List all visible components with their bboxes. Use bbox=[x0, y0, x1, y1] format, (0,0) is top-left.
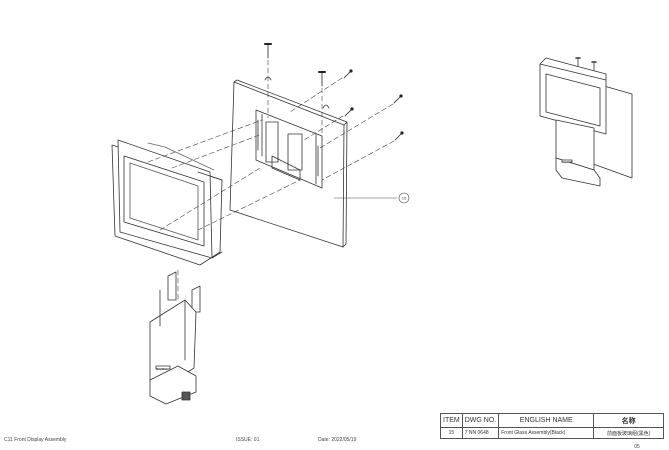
bom-row-item: 15 bbox=[440, 427, 463, 439]
bom-header-item: ITEM bbox=[440, 413, 463, 428]
bom-row: 15 7 NN 0648 Front Glass Assembly(Black)… bbox=[440, 427, 664, 439]
bom-table: ITEM DWG NO. ENGLISH NAME 名称 15 7 NN 064… bbox=[440, 413, 664, 439]
drawing-title: C11 Front Display Assembly bbox=[4, 437, 67, 443]
bom-row-chinese-name: 前面板玻璃组(黑色) bbox=[593, 427, 664, 439]
assembly-lines bbox=[147, 59, 395, 301]
stand-brand-text: ShopShop bbox=[156, 368, 168, 371]
mounting-plate bbox=[229, 76, 348, 248]
bom-row-dwg-no: 7 NN 0648 bbox=[461, 427, 500, 439]
page-number: 05 bbox=[634, 444, 640, 450]
screws bbox=[264, 43, 404, 141]
assembled-brand-text: ShopShop bbox=[562, 162, 572, 164]
bom-row-english-name: Front Glass Assembly(Black) bbox=[498, 427, 595, 439]
bom-header-dwg-no: DWG NO. bbox=[461, 413, 500, 428]
balloon-label: 15 bbox=[402, 196, 407, 201]
bom-header-chinese-name: 名称 bbox=[593, 413, 664, 428]
bom-header-row: ITEM DWG NO. ENGLISH NAME 名称 bbox=[440, 413, 664, 428]
item-balloon-callout: 15 bbox=[333, 192, 410, 204]
display-front-unit bbox=[111, 139, 223, 266]
bom-header-english-name: ENGLISH NAME bbox=[498, 413, 595, 428]
assembled-unit-view: ShopShop bbox=[539, 57, 633, 187]
issue-date: Date: 2022/05/19 bbox=[318, 437, 357, 443]
issue-number: ISSUE: 01 bbox=[236, 437, 260, 443]
stand-base: ShopShop bbox=[149, 271, 201, 405]
